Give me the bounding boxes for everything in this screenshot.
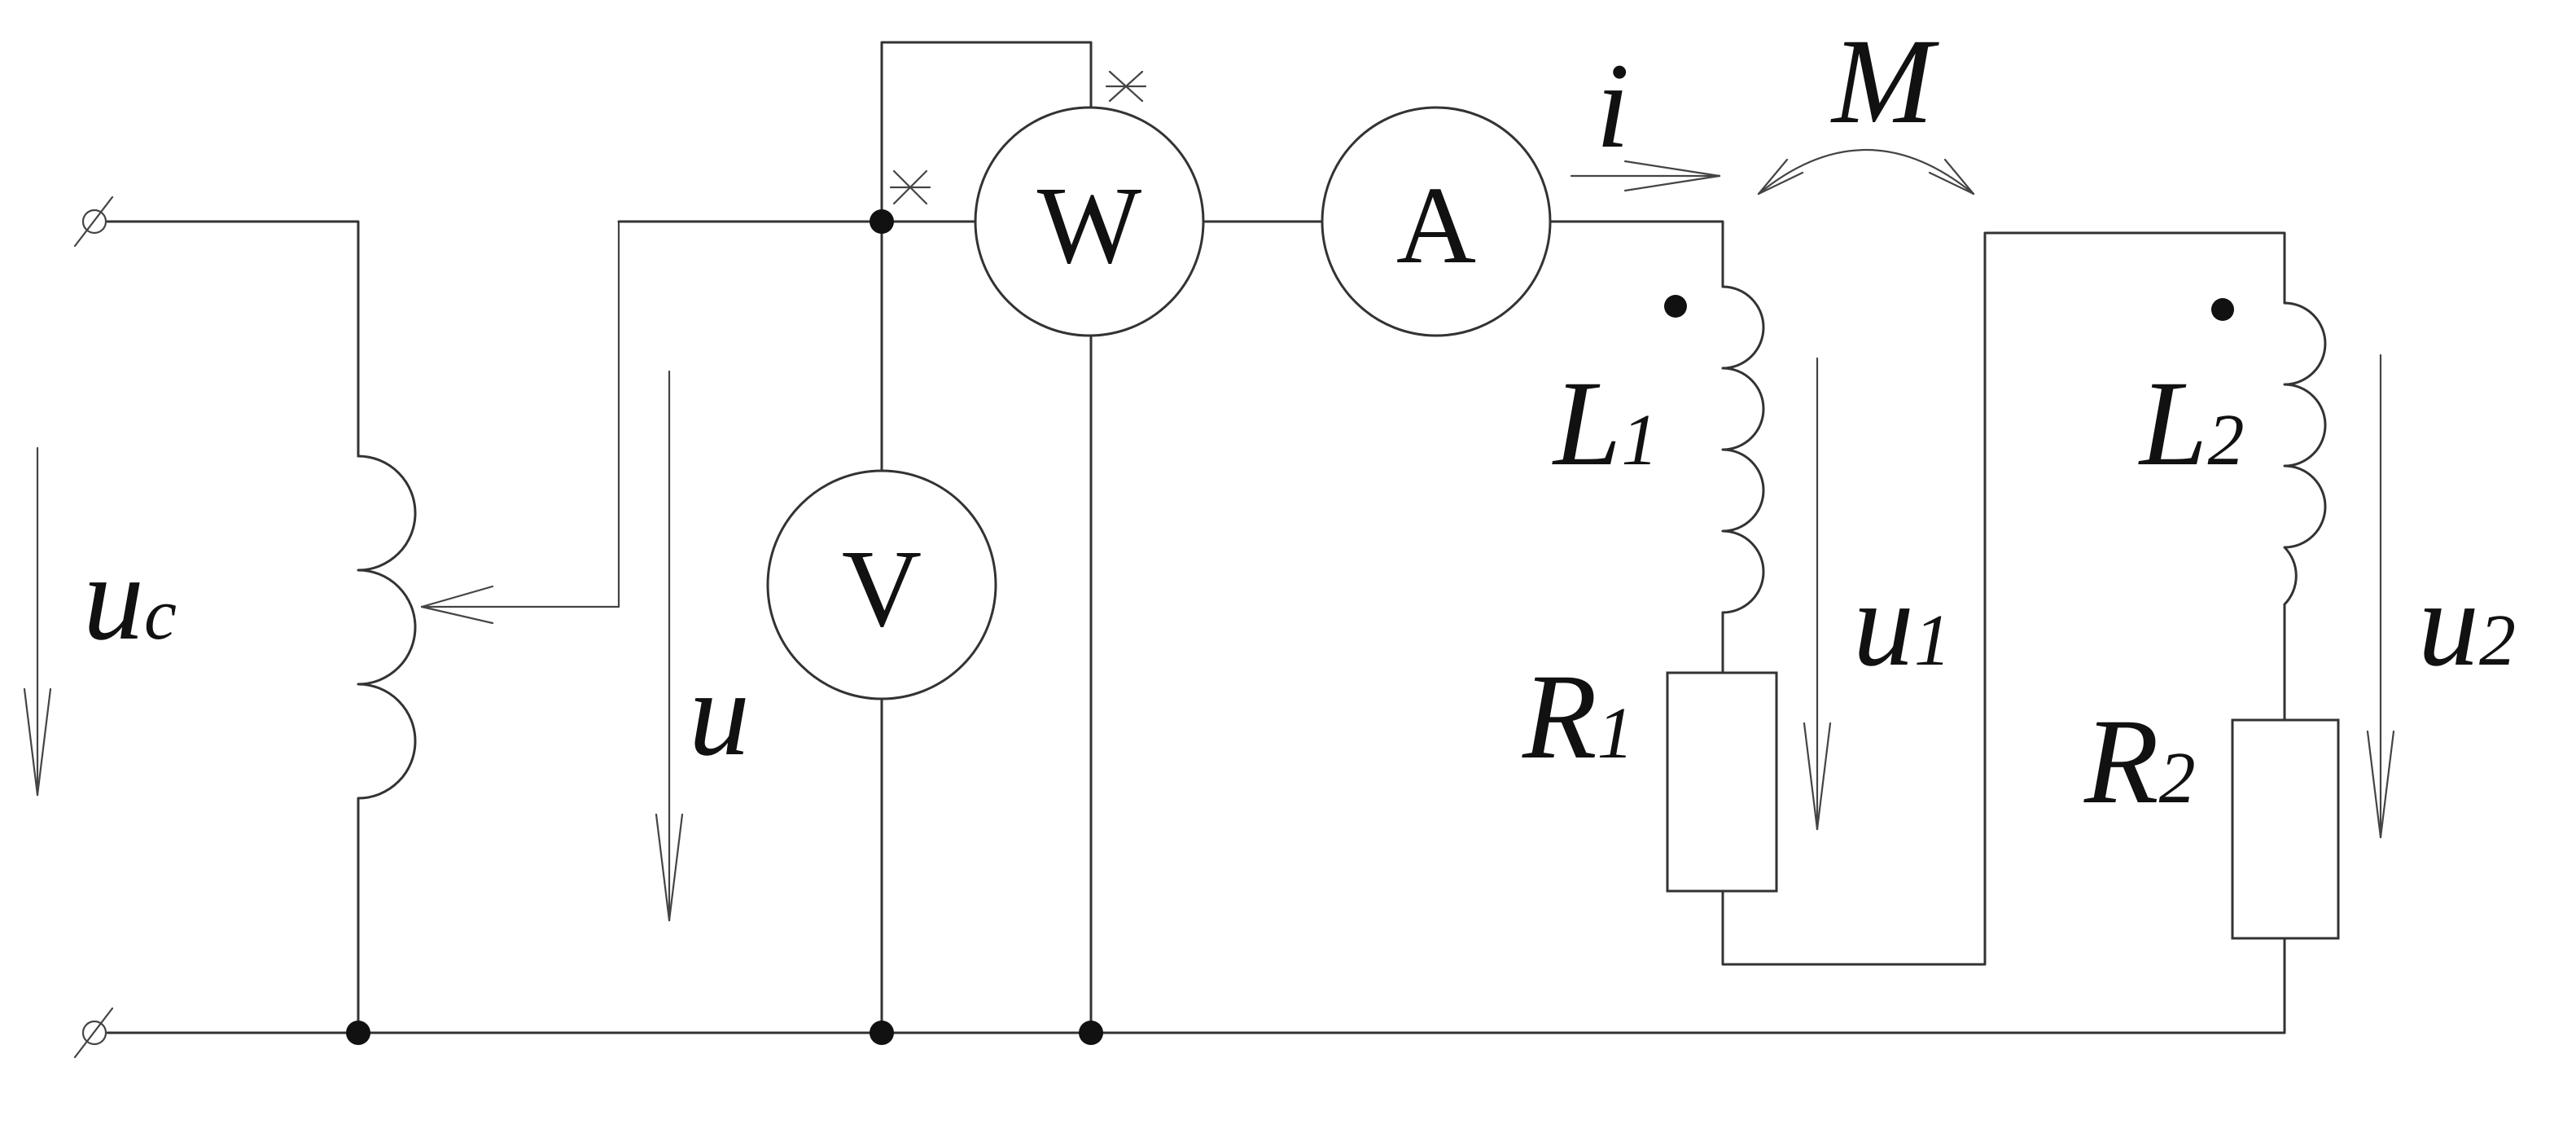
label-l1: L1 (1552, 356, 1658, 491)
label-u2-sub: 2 (2479, 600, 2516, 681)
wattmeter-label: W (1037, 165, 1142, 287)
input-terminal-bottom (73, 1007, 114, 1059)
coil-l2 (2283, 301, 2327, 606)
label-uc: uc (83, 530, 177, 665)
voltmeter: V (766, 469, 997, 700)
wattmeter: W (974, 106, 1205, 337)
voltage-arrow-u (655, 370, 684, 922)
polarity-dot-l2 (2211, 298, 2234, 321)
voltage-arrow-u2 (2366, 353, 2395, 839)
label-r1-main: R (1522, 649, 1597, 784)
wire-ammeter-to-coil-l1 (1549, 220, 1724, 288)
resistor-r1 (1666, 671, 1778, 893)
label-uc-main: u (83, 530, 144, 665)
label-m: M (1830, 14, 1939, 149)
autotransformer-wiper-arrow (420, 220, 620, 625)
junction-dot (346, 1021, 370, 1045)
voltage-arrow-u1 (1803, 357, 1832, 831)
voltmeter-label: V (842, 528, 922, 650)
autotransformer-coil (357, 454, 417, 800)
input-terminal-top (73, 195, 114, 248)
label-u1-sub: 1 (1914, 600, 1951, 681)
label-l2-sub: 2 (2207, 400, 2244, 481)
wire-terminal-to-autotransformer (106, 220, 360, 458)
label-l2-main: L (2138, 356, 2207, 491)
label-r2-sub: 2 (2159, 738, 2196, 819)
label-l2: L2 (2138, 356, 2244, 491)
label-r2: R2 (2083, 694, 2196, 829)
wattmeter-terminal-marker (1105, 70, 1147, 103)
resistor-r2 (2231, 718, 2340, 940)
label-uc-sub: c (144, 574, 177, 655)
label-l1-sub: 1 (1621, 400, 1658, 481)
junction-dot (1079, 1021, 1103, 1045)
voltage-arrow-uc (23, 446, 52, 797)
mutual-inductance-arrow (1757, 148, 1975, 195)
label-i: i (1596, 38, 1630, 173)
junction-dot (870, 209, 894, 234)
label-r2-main: R (2083, 694, 2159, 829)
label-l1-main: L (1552, 356, 1621, 491)
label-u2-main: u (2418, 556, 2479, 692)
label-u1: u1 (1853, 556, 1951, 692)
current-arrow (1570, 160, 1721, 192)
label-r1-sub: 1 (1597, 693, 1634, 774)
polarity-dot-l1 (1664, 295, 1687, 318)
wattmeter-terminal-marker (889, 169, 931, 205)
label-u: u (689, 646, 750, 781)
label-u2: u2 (2418, 556, 2516, 692)
label-u1-main: u (1853, 556, 1914, 692)
wire-series-link (1721, 231, 2286, 966)
ammeter-label: A (1396, 165, 1476, 287)
coil-l1 (1721, 285, 1765, 614)
wire-wattmeter-voltage-coil (880, 41, 1093, 223)
junction-dot (870, 1021, 894, 1045)
label-r1: R1 (1522, 649, 1634, 784)
ammeter: A (1321, 106, 1552, 337)
